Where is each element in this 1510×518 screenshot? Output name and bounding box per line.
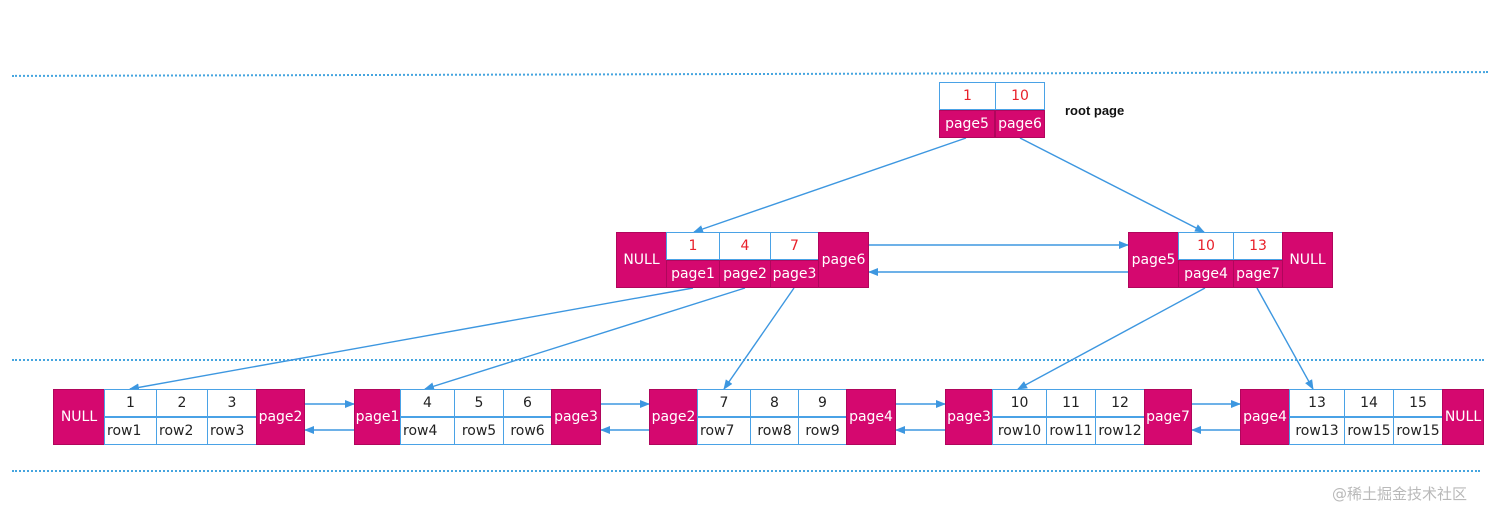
root-pointer-1: page5 [939,110,995,138]
leaf-1-row-3: row3 [207,417,257,445]
internal-left-prev: NULL [616,232,667,288]
leaf-3-key-3: 9 [798,389,847,417]
leaf-4-row-1: row10 [992,417,1047,445]
leaf-2-key-3: 6 [503,389,552,417]
leaf-2-next: page3 [551,389,601,445]
leaf-4-prev: page3 [945,389,993,445]
internal-left-key-3: 7 [770,232,819,260]
leaf-4-next: page7 [1144,389,1192,445]
leaf-1-row-2: row2 [156,417,208,445]
leaf-5-key-1: 13 [1289,389,1345,417]
arrow-page5-to-page1 [129,287,694,392]
leaf-5-row-3: row15 [1393,417,1443,445]
internal-left-key-2: 4 [719,232,771,260]
leaf-1-key-2: 2 [156,389,208,417]
root-key-2: 10 [995,82,1045,110]
root-page-label: root page [1065,103,1125,118]
leaf-4-key-3: 12 [1095,389,1145,417]
level-divider-bottom [12,470,1480,472]
leaf-4-key-2: 11 [1046,389,1096,417]
leaf-4-key-1: 10 [992,389,1047,417]
internal-right-next: NULL [1282,232,1333,288]
leaf-5-key-2: 14 [1344,389,1394,417]
leaf-1-prev: NULL [53,389,105,445]
arrow-root-to-page6 [1019,137,1205,233]
leaf-2-prev: page1 [354,389,401,445]
leaf-2-key-2: 5 [454,389,504,417]
leaf-3-key-2: 8 [750,389,799,417]
internal-left-next: page6 [818,232,869,288]
leaf-4-row-3: row12 [1095,417,1145,445]
watermark: @稀土掘金技术社区 [1332,485,1468,503]
arrow-page6-to-page4 [1017,287,1206,390]
leaf-5-prev: page4 [1240,389,1290,445]
leaf-2-row-3: row6 [503,417,552,445]
internal-left-pointer-2: page2 [719,260,771,288]
leaf-3-row-2: row8 [750,417,799,445]
leaf-2-row-1: row4 [400,417,455,445]
level-divider-middle [12,359,1484,361]
root-pointer-2: page6 [995,110,1045,138]
internal-right-prev: page5 [1128,232,1179,288]
leaf-1-row-1: row1 [104,417,157,445]
leaf-2-key-1: 4 [400,389,455,417]
arrow-page5-to-page3 [723,287,795,390]
leaf-3-prev: page2 [649,389,698,445]
internal-left-key-1: 1 [666,232,720,260]
arrow-page6-to-page7 [1256,287,1314,390]
internal-right-key-2: 13 [1233,232,1283,260]
leaf-1-key-1: 1 [104,389,157,417]
arrow-page5-to-page2 [424,287,746,391]
internal-right-pointer-1: page4 [1178,260,1234,288]
internal-left-pointer-1: page1 [666,260,720,288]
internal-left-pointer-3: page3 [770,260,819,288]
leaf-4-row-2: row11 [1046,417,1096,445]
leaf-3-key-1: 7 [697,389,751,417]
level-divider-top [11,71,1489,77]
leaf-5-key-3: 15 [1393,389,1443,417]
leaf-1-key-3: 3 [207,389,257,417]
root-key-1: 1 [939,82,996,110]
internal-right-key-1: 10 [1178,232,1234,260]
leaf-5-next: NULL [1442,389,1484,445]
leaf-5-row-2: row15 [1344,417,1394,445]
internal-right-pointer-2: page7 [1233,260,1283,288]
leaf-1-next: page2 [256,389,305,445]
leaf-3-row-3: row9 [798,417,847,445]
leaf-3-next: page4 [846,389,896,445]
leaf-3-row-1: row7 [697,417,751,445]
leaf-5-row-1: row13 [1289,417,1345,445]
leaf-2-row-2: row5 [454,417,504,445]
arrow-root-to-page5 [693,137,967,233]
